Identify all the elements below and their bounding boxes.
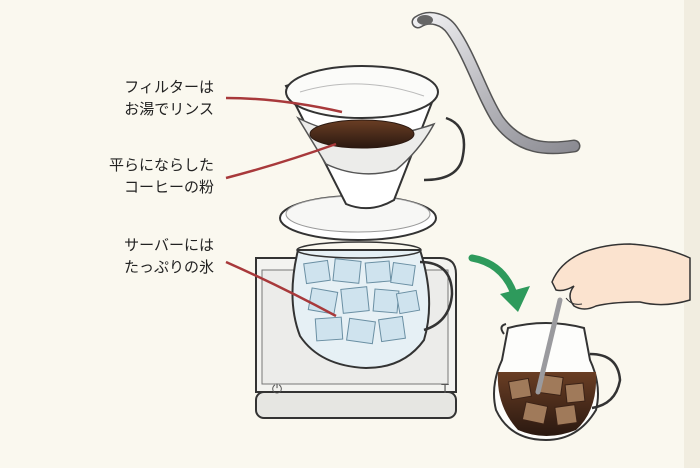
leader-line-grounds	[226, 144, 336, 178]
power-button-icon: ⏻	[272, 382, 282, 397]
dripper-cone	[286, 66, 464, 208]
green-arrow-icon	[472, 258, 530, 312]
annotation-filter-line-2: お湯でリンス	[124, 98, 214, 120]
annotation-ice-line-1: サーバーには	[124, 234, 214, 256]
annotation-grounds-line-1: 平らにならした	[109, 154, 214, 176]
annotation-ice: サーバーには たっぷりの氷	[124, 234, 214, 278]
coffee-grounds	[310, 120, 414, 148]
background-panel	[684, 0, 700, 468]
annotation-grounds: 平らにならした コーヒーの粉	[109, 154, 214, 198]
iced-coffee-carafe	[494, 300, 620, 440]
hand	[552, 244, 690, 309]
tare-button-icon: T	[440, 382, 449, 396]
kettle-spout-icon	[417, 15, 574, 148]
annotation-grounds-line-2: コーヒーの粉	[109, 176, 214, 198]
annotation-filter-line-1: フィルターは	[124, 76, 214, 98]
annotation-filter: フィルターは お湯でリンス	[124, 76, 214, 120]
annotation-ice-line-2: たっぷりの氷	[124, 256, 214, 278]
